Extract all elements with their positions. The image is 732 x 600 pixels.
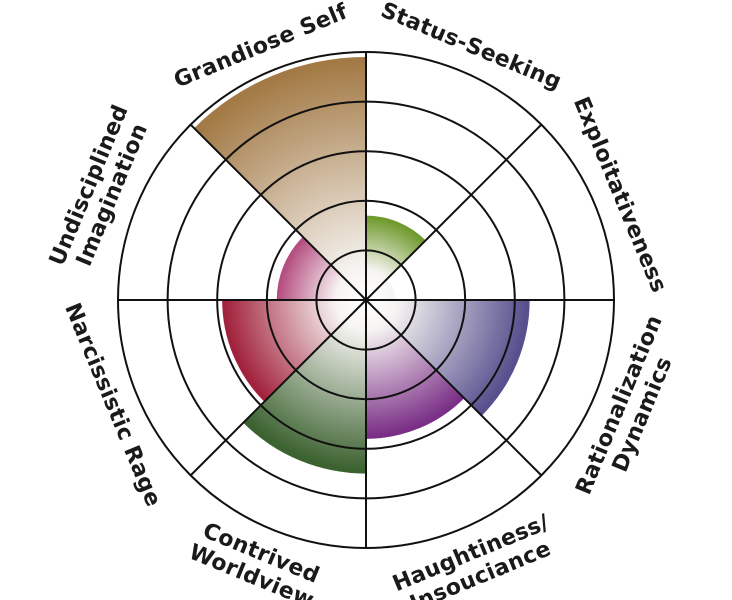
- category-label-status-seeking: Status-Seeking: [377, 0, 565, 95]
- grid-spoke-4: [365, 299, 543, 477]
- grid-layer: [117, 51, 615, 549]
- category-label-exploitativeness: Exploitativeness: [568, 93, 671, 296]
- grid-spoke-8: [189, 123, 367, 301]
- wedge-exploitativeness: [366, 278, 396, 300]
- wedge-undisciplined-imagination: [276, 236, 366, 300]
- wedge-layer: [194, 56, 530, 474]
- grid-spoke-6: [189, 299, 367, 477]
- category-label-narcissistic-rage: Narcissistic Rage: [59, 300, 165, 511]
- wedge-status-seeking: [366, 215, 426, 300]
- grid-spoke-2: [365, 123, 543, 301]
- wedge-contrived-worldview: [243, 300, 366, 474]
- wedge-haughtiness-insouciance: [366, 300, 465, 439]
- wedge-narcissistic-rage: [222, 300, 366, 402]
